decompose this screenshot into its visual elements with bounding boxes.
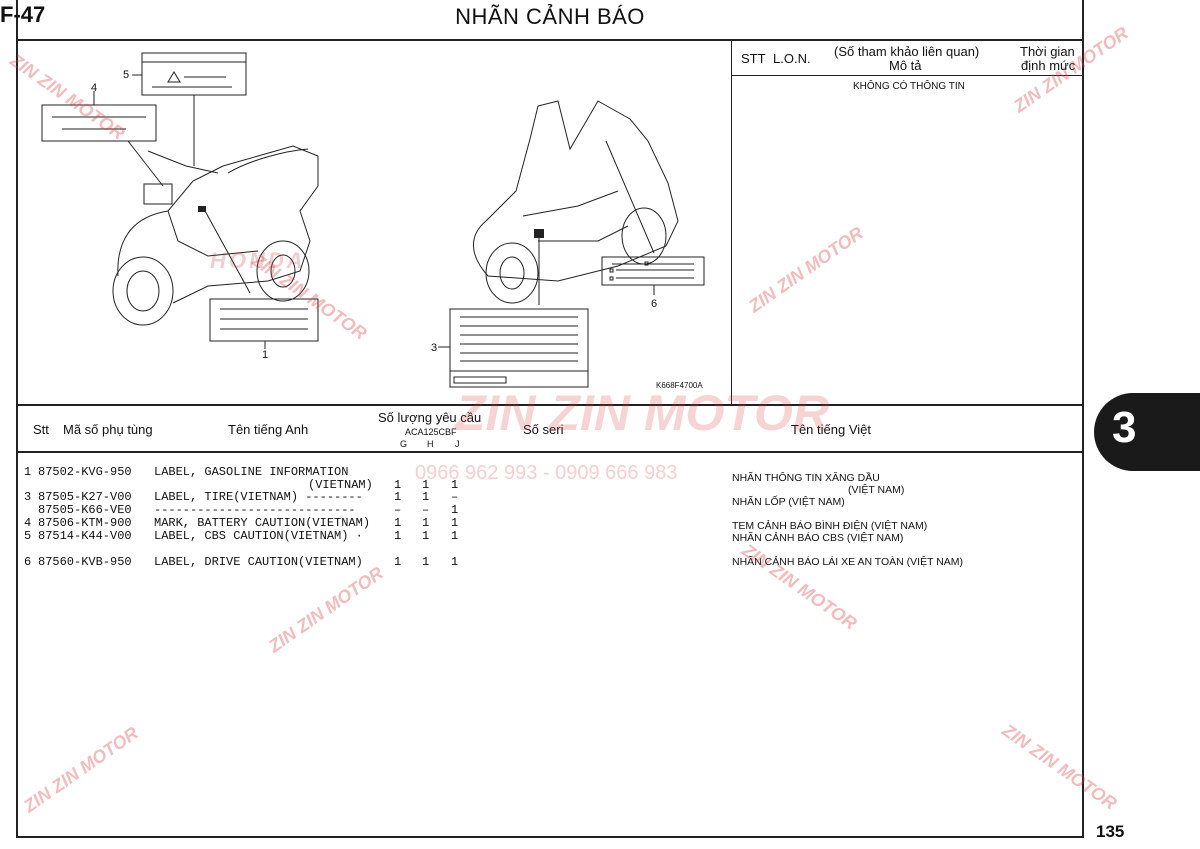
col-g: G — [400, 439, 408, 449]
row-qty-h: 1 — [422, 490, 430, 504]
row-part-no: 87505-K66-VE0 — [38, 503, 132, 517]
row-name-en: LABEL, GASOLINE INFORMATION — [154, 465, 349, 479]
diagram-bottom-rule — [16, 404, 1084, 406]
col-serial: Số seri — [523, 422, 564, 437]
col-part-no: Mã số phụ tùng — [63, 422, 153, 437]
row-name-en: LABEL, TIRE(VIETNAM) -------- — [154, 490, 363, 504]
row-part-no: 87514-K44-V00 — [38, 529, 132, 543]
row-name-vi: NHÃN THÔNG TIN XĂNG DẦU — [732, 472, 880, 484]
row-qty-g: 1 — [394, 478, 402, 492]
row-name-vi-2: (VIỆT NAM) — [848, 484, 905, 496]
label-location-diagram — [41, 52, 705, 388]
row-qty-j: 1 — [451, 478, 459, 492]
row-name-vi: NHÃN CẢNH BÁO LÁI XE AN TOÀN (VIỆT NAM) — [732, 556, 964, 568]
section-tab: 3 — [1094, 393, 1200, 471]
side-col-desc-1: (Số tham khảo liên quan) — [834, 44, 980, 59]
col-h: H — [427, 439, 434, 449]
label-5-drawing — [132, 52, 247, 166]
side-col-time-2: định mức — [1021, 58, 1076, 73]
callout-3: 3 — [431, 342, 438, 354]
label-1-drawing — [209, 298, 319, 349]
row-qty-g: 1 — [394, 516, 402, 530]
row-qty-h: – — [422, 503, 430, 517]
side-col-time-1: Thời gian — [1020, 44, 1075, 59]
callout-4: 4 — [91, 82, 98, 94]
col-j: J — [455, 439, 460, 449]
parts-header-rule — [16, 451, 1084, 453]
callout-5: 5 — [123, 69, 130, 81]
row-qty-j: 1 — [451, 503, 459, 517]
page-title: NHÃN CẢNH BÁO — [455, 4, 645, 29]
row-qty-j: – — [451, 490, 459, 504]
row-name-vi: NHÃN LỐP (VIỆT NAM) — [732, 496, 845, 508]
row-name-vi: NHÃN CẢNH BÁO CBS (VIỆT NAM) — [732, 532, 904, 544]
watermark-honda: HONDA — [210, 248, 306, 273]
callout-1: 1 — [262, 349, 269, 361]
header-rule — [16, 39, 1084, 41]
row-stt: 4 — [24, 516, 32, 530]
label-6-drawing — [601, 256, 705, 295]
row-stt: 6 — [24, 555, 32, 569]
callout-6: 6 — [651, 298, 658, 310]
page-number: 135 — [1096, 822, 1125, 841]
row-qty-g: 1 — [394, 490, 402, 504]
row-part-no: 87560-KVB-950 — [38, 555, 132, 569]
page-frame — [16, 0, 1084, 838]
row-qty-h: 1 — [422, 529, 430, 543]
row-qty-g: – — [394, 503, 402, 517]
row-qty-j: 1 — [451, 529, 459, 543]
section-tab-number: 3 — [1112, 403, 1137, 452]
row-part-no: 87505-K27-V00 — [38, 490, 132, 504]
scooter-right-drawing — [473, 100, 679, 305]
col-model: ACA125CBF — [405, 427, 457, 437]
row-qty-h: 1 — [422, 555, 430, 569]
row-qty-j: 1 — [451, 516, 459, 530]
watermark-phones-center: 0966 962 993 - 0909 666 983 — [415, 462, 678, 484]
row-stt: 5 — [24, 529, 32, 543]
watermark-brand-center: ZIN ZIN MOTOR — [455, 385, 830, 441]
row-name-vi: TEM CẢNH BÁO BÌNH ĐIỆN (VIỆT NAM) — [732, 520, 928, 532]
row-part-no: 87506-KTM-900 — [38, 516, 132, 530]
row-qty-g: 1 — [394, 529, 402, 543]
row-stt: 3 — [24, 490, 32, 504]
label-3-drawing — [438, 308, 589, 388]
row-name-en: LABEL, DRIVE CAUTION(VIETNAM) — [154, 555, 363, 569]
side-col-desc-2: Mô tả — [889, 58, 922, 73]
side-table-header-rule — [731, 75, 1084, 76]
figure-code: K668F4700A — [656, 381, 703, 390]
row-stt: 1 — [24, 465, 32, 479]
row-qty-h: 1 — [422, 516, 430, 530]
row-part-no: 87502-KVG-950 — [38, 465, 132, 479]
col-name-en: Tên tiếng Anh — [228, 422, 309, 437]
row-name-en: LABEL, CBS CAUTION(VIETNAM) · — [154, 529, 363, 543]
col-stt: Stt — [33, 422, 49, 437]
side-col-lon: L.O.N. — [773, 51, 811, 66]
page-code: F-47 — [0, 2, 46, 27]
side-table-divider — [731, 39, 732, 405]
side-col-stt: STT — [741, 51, 766, 66]
scooter-left-drawing — [112, 145, 319, 326]
col-qty: Số lượng yêu cầu — [378, 410, 482, 425]
row-name-en-2: (VIETNAM) — [308, 478, 373, 492]
row-qty-j: 1 — [451, 555, 459, 569]
row-name-en: ---------------------------- — [154, 503, 356, 517]
row-qty-g: 1 — [394, 555, 402, 569]
label-4-drawing — [41, 91, 164, 187]
side-empty-note: KHÔNG CÓ THÔNG TIN — [853, 81, 965, 92]
row-qty-h: 1 — [422, 478, 430, 492]
col-name-vi: Tên tiếng Việt — [791, 422, 871, 437]
row-name-en: MARK, BATTERY CAUTION(VIETNAM) — [154, 516, 371, 530]
